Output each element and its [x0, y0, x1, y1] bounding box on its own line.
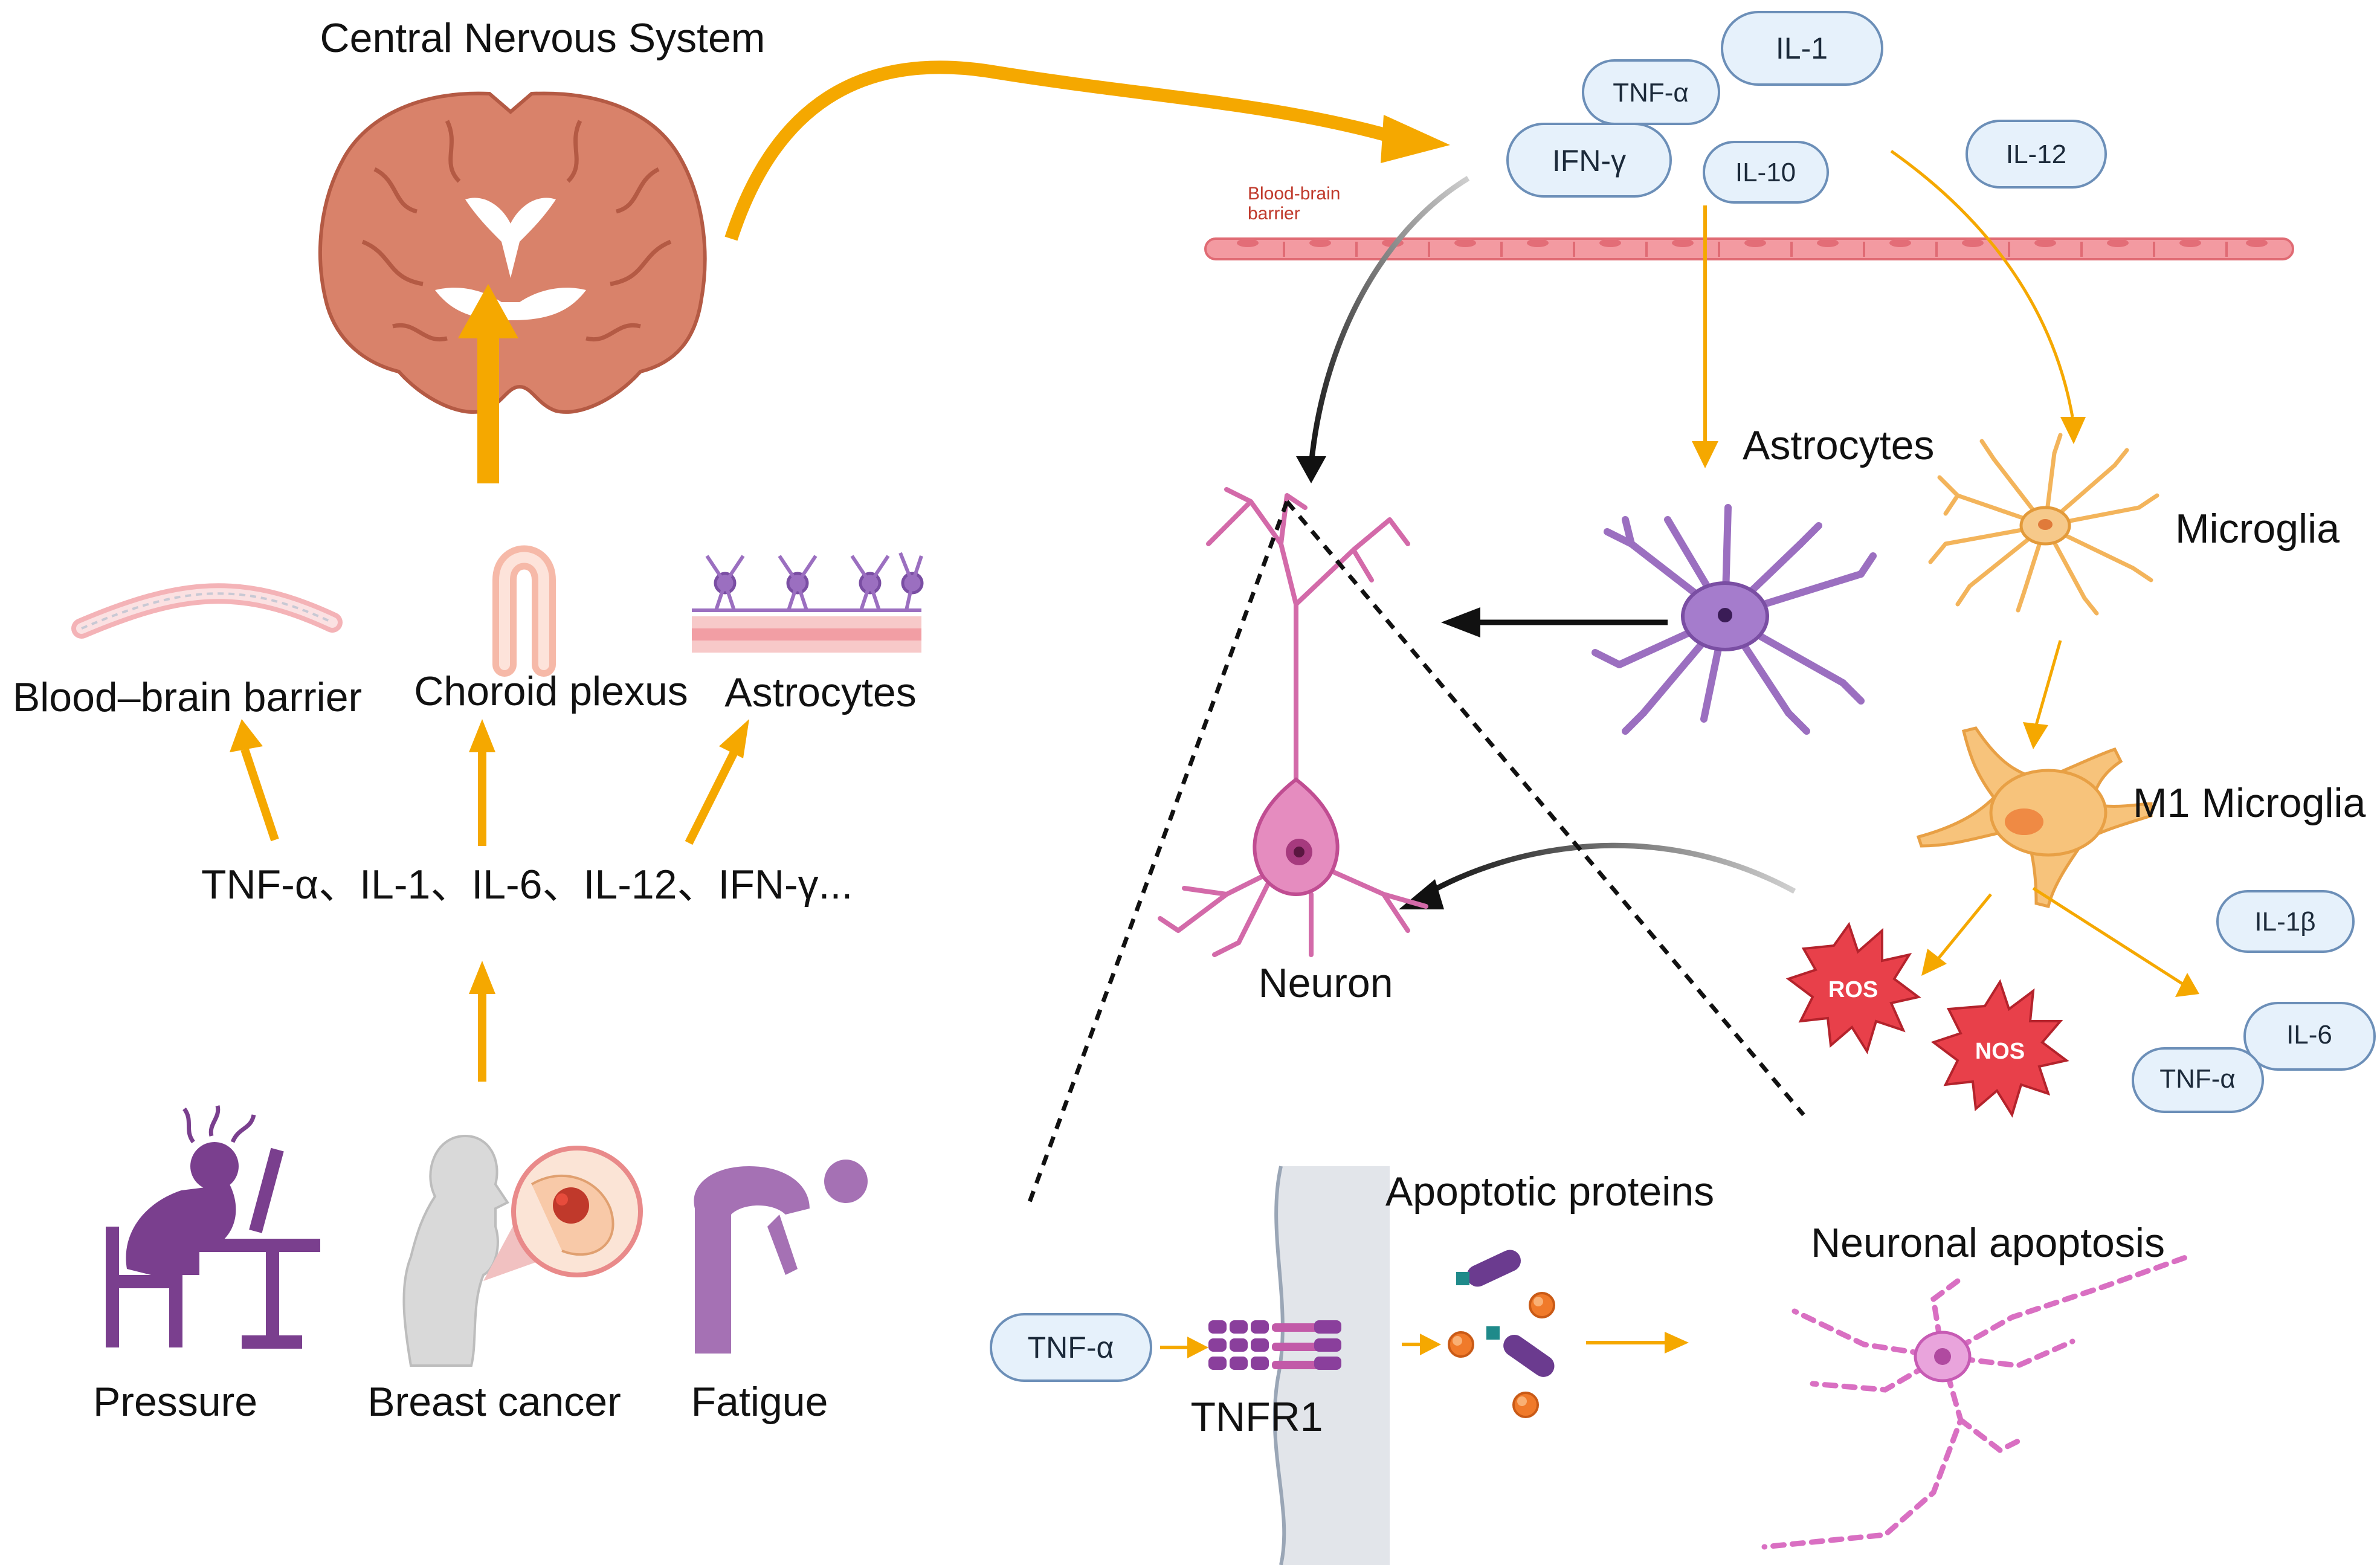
- pill-il-12-text: IL-12: [2006, 140, 2066, 169]
- arrow-microglia-to-m1: [2023, 640, 2062, 749]
- pill-il-1-beta-text: IL-1β: [2254, 907, 2315, 937]
- arrow-ifn-to-neuron: [1296, 176, 1470, 483]
- pill-tnf-alpha: TNF-α: [1582, 59, 1720, 125]
- label-neuronal-apoptosis: Neuronal apoptosis: [1811, 1220, 2165, 1266]
- microglia-cell-icon: [1928, 433, 2159, 616]
- neuron-cell-icon: [1158, 487, 1428, 957]
- label-apoptotic-proteins: Apoptotic proteins: [1385, 1169, 1714, 1215]
- astrocyte-cell-icon: [1592, 504, 1877, 735]
- pill-il-6-text: IL-6: [2286, 1020, 2332, 1050]
- label-astrocytes-right: Astrocytes: [1743, 422, 1934, 468]
- arrow-astrocyte-to-neuron: [1441, 607, 1668, 637]
- arrows-cytokines-to-targets: [230, 719, 749, 846]
- up-arrow-to-brain: [458, 284, 518, 483]
- label-astrocytes-left: Astrocytes: [724, 670, 916, 715]
- label-microglia: Microglia: [2175, 506, 2340, 552]
- bbb-label-line2: barrier: [1248, 204, 1300, 224]
- arrow-proteins-to-apoptosis: [1586, 1332, 1689, 1354]
- ros-burst-icon: ROS: [1785, 921, 1921, 1054]
- label-blood-brain-barrier: Blood–brain barrier: [13, 674, 362, 720]
- breast-cancer-icon: [402, 1134, 643, 1367]
- astrocyte-membrane-icon: [692, 552, 924, 653]
- label-neuron: Neuron: [1258, 960, 1393, 1006]
- label-tnfr1: TNFR1: [1190, 1394, 1323, 1440]
- arrow-m1-to-cytokines: [2032, 886, 2199, 997]
- pill-il-10-text: IL-10: [1735, 158, 1796, 187]
- arrow-causes-to-cytokines: [469, 961, 495, 1082]
- pill-il-1: IL-1: [1721, 11, 1883, 86]
- pill-il-12: IL-12: [1966, 120, 2107, 189]
- tnfr1-receptor-icon: [1208, 1320, 1341, 1370]
- pill-il-1-beta: IL-1β: [2216, 890, 2355, 953]
- nos-text: NOS: [1975, 1039, 2025, 1064]
- apoptotic-proteins-icon: [1448, 1250, 1555, 1418]
- cytokine-list: TNF-α、IL-1、IL-6、IL-12、IFN-γ...: [201, 862, 853, 908]
- apoptotic-neuron-icon: [1761, 1254, 2190, 1550]
- blood-brain-barrier-cells: [1204, 237, 2294, 260]
- pill-il-1-text: IL-1: [1776, 31, 1828, 65]
- label-m1-microglia: M1 Microglia: [2133, 780, 2366, 826]
- m1-microglia-cell-icon: [1916, 726, 2153, 909]
- arrow-il12-to-microglia: [1890, 149, 2086, 444]
- pill-tnf-alpha-m1: TNF-α: [2132, 1047, 2264, 1113]
- arrow-il10-to-astrocytes: [1692, 205, 1718, 468]
- label-fatigue: Fatigue: [691, 1379, 828, 1425]
- pill-tnf-alpha-text: TNF-α: [1613, 78, 1689, 108]
- choroid-plexus-icon: [492, 545, 556, 677]
- blood-brain-barrier-icon: [71, 583, 343, 639]
- nos-burst-icon: NOS: [1930, 979, 2069, 1118]
- pressure-person-icon: [106, 1105, 320, 1349]
- label-choroid-plexus: Choroid plexus: [414, 668, 688, 714]
- label-breast-cancer: Breast cancer: [367, 1379, 621, 1425]
- label-pressure: Pressure: [93, 1379, 257, 1425]
- arrow-cns-to-cytokines: [724, 60, 1450, 241]
- zoom-dashed-lines: [1025, 500, 1805, 1210]
- pill-tnf-alpha-m1-text: TNF-α: [2159, 1064, 2236, 1094]
- pill-tnf-alpha-bottom-text: TNF-α: [1028, 1331, 1114, 1364]
- arrow-receptor-to-proteins: [1402, 1334, 1441, 1355]
- arrow-m1-to-ros: [1921, 893, 1992, 976]
- arrow-m1-to-neuron: [1399, 842, 1796, 909]
- brain-icon: [318, 91, 707, 414]
- ros-text: ROS: [1828, 977, 1878, 1002]
- pill-ifn-gamma-text: IFN-γ: [1552, 144, 1626, 178]
- fatigue-person-icon: [694, 1160, 868, 1354]
- pill-ifn-gamma: IFN-γ: [1506, 123, 1672, 198]
- cns-title: Central Nervous System: [320, 15, 766, 61]
- arrow-tnf-to-receptor: [1160, 1337, 1208, 1358]
- pill-il-10: IL-10: [1703, 141, 1829, 204]
- pill-il-6: IL-6: [2243, 1002, 2376, 1071]
- bbb-label-line1: Blood-brain: [1248, 184, 1340, 204]
- pill-tnf-alpha-bottom: TNF-α: [990, 1313, 1152, 1382]
